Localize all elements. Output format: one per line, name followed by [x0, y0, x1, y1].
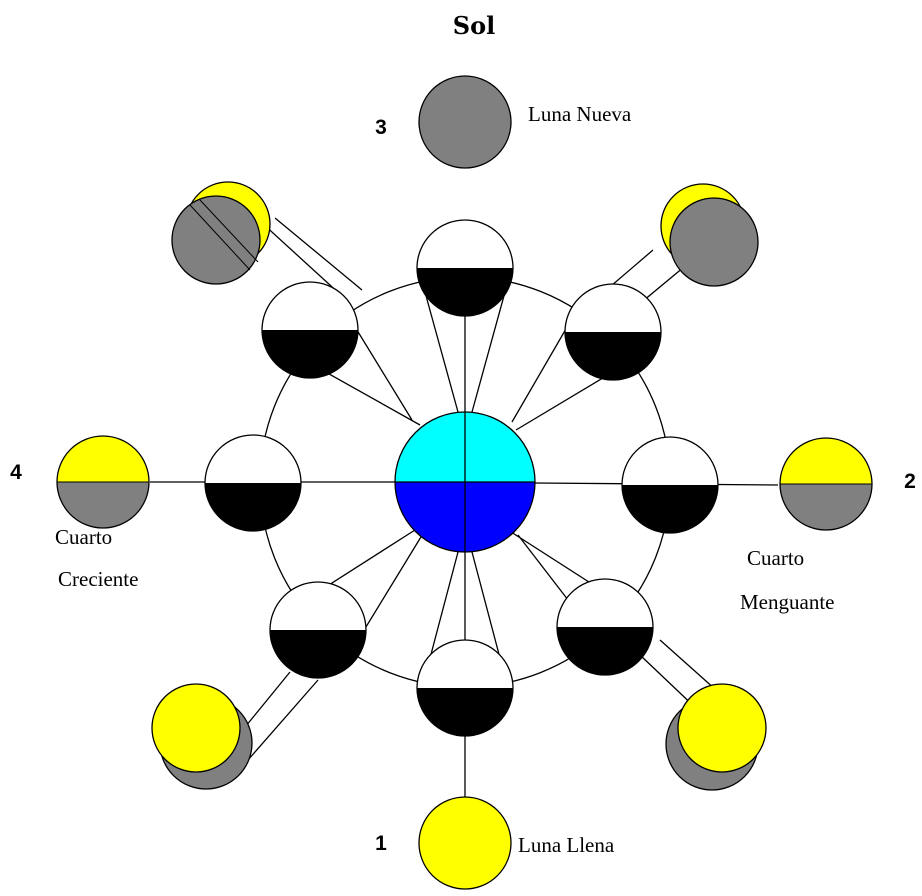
moon-outline — [204, 434, 302, 532]
inner-moon-bottom — [416, 639, 514, 737]
moon-outline — [416, 219, 514, 317]
inner-moon-top-left — [261, 281, 359, 379]
inner-moon-top — [416, 219, 514, 317]
outer-moon-waxing-gibbous — [151, 683, 253, 790]
crescent-rule — [189, 204, 251, 271]
outer-moon-waxing-crescent — [171, 181, 271, 285]
connector-line-17 — [274, 217, 363, 291]
moon-front-disc — [669, 197, 759, 287]
inner-moon-bottom-left — [269, 581, 367, 679]
moon-outline — [556, 578, 654, 676]
outer-moon-full — [418, 796, 512, 890]
outer-moon-new — [418, 75, 512, 169]
outer-moon-first-quarter — [56, 435, 150, 529]
sunlit-moons — [56, 75, 873, 890]
connector-line-15 — [351, 321, 413, 421]
moon-outline — [416, 639, 514, 737]
moon-front-disc — [151, 683, 241, 773]
outer-moon-waning-gibbous — [665, 683, 767, 791]
phase-name-cuarto-menguante-line1: Cuarto — [747, 546, 804, 570]
phase-name-luna-llena: Luna Llena — [518, 833, 615, 857]
moon-outline — [564, 283, 662, 381]
moon-front-disc — [677, 683, 767, 773]
phase-name-cuarto-creciente-line2: Creciente — [58, 567, 138, 591]
moon-dark-half — [417, 268, 513, 316]
moon-dark-half — [205, 483, 301, 531]
phase-number-2: 2 — [904, 470, 916, 493]
moon-dark-half — [262, 330, 358, 378]
phase-name-cuarto-creciente-line1: Cuarto — [55, 525, 112, 549]
outer-moon-waning-crescent — [660, 183, 759, 287]
crescent-rule — [199, 199, 259, 263]
connector-line-12 — [357, 531, 425, 641]
phase-number-4: 4 — [10, 461, 22, 484]
phase-number-1: 1 — [375, 832, 387, 855]
phase-name-cuarto-menguante-line2: Menguante — [740, 590, 834, 614]
moon-sunlit-disc — [418, 796, 512, 890]
phase-number-3: 3 — [375, 116, 387, 139]
moon-dark-half — [557, 627, 653, 675]
moon-dark-half — [565, 332, 661, 380]
moon-front-disc — [171, 195, 261, 285]
moon-shadow-disc — [418, 75, 512, 169]
moon-shadow-half — [780, 484, 872, 530]
inner-moon-bottom-right — [556, 578, 654, 676]
phase-name-luna-nueva: Luna Nueva — [528, 102, 632, 126]
moon-dark-half — [417, 688, 513, 736]
moon-outline — [261, 281, 359, 379]
connector-line-3 — [511, 321, 571, 423]
connector-line-21 — [247, 679, 319, 761]
inner-moon-top-right — [564, 283, 662, 381]
moon-shadow-half — [57, 482, 149, 528]
moon-phases-from-earth — [204, 219, 719, 737]
inner-moon-right — [621, 436, 719, 534]
earth — [394, 411, 536, 553]
moon-outline — [269, 581, 367, 679]
inner-moon-left — [204, 434, 302, 532]
outer-moon-last-quarter — [779, 437, 873, 531]
moon-outline — [621, 436, 719, 534]
moon-dark-half — [270, 630, 366, 678]
moon-dark-half — [622, 485, 718, 533]
diagram-title: Sol — [453, 11, 495, 40]
